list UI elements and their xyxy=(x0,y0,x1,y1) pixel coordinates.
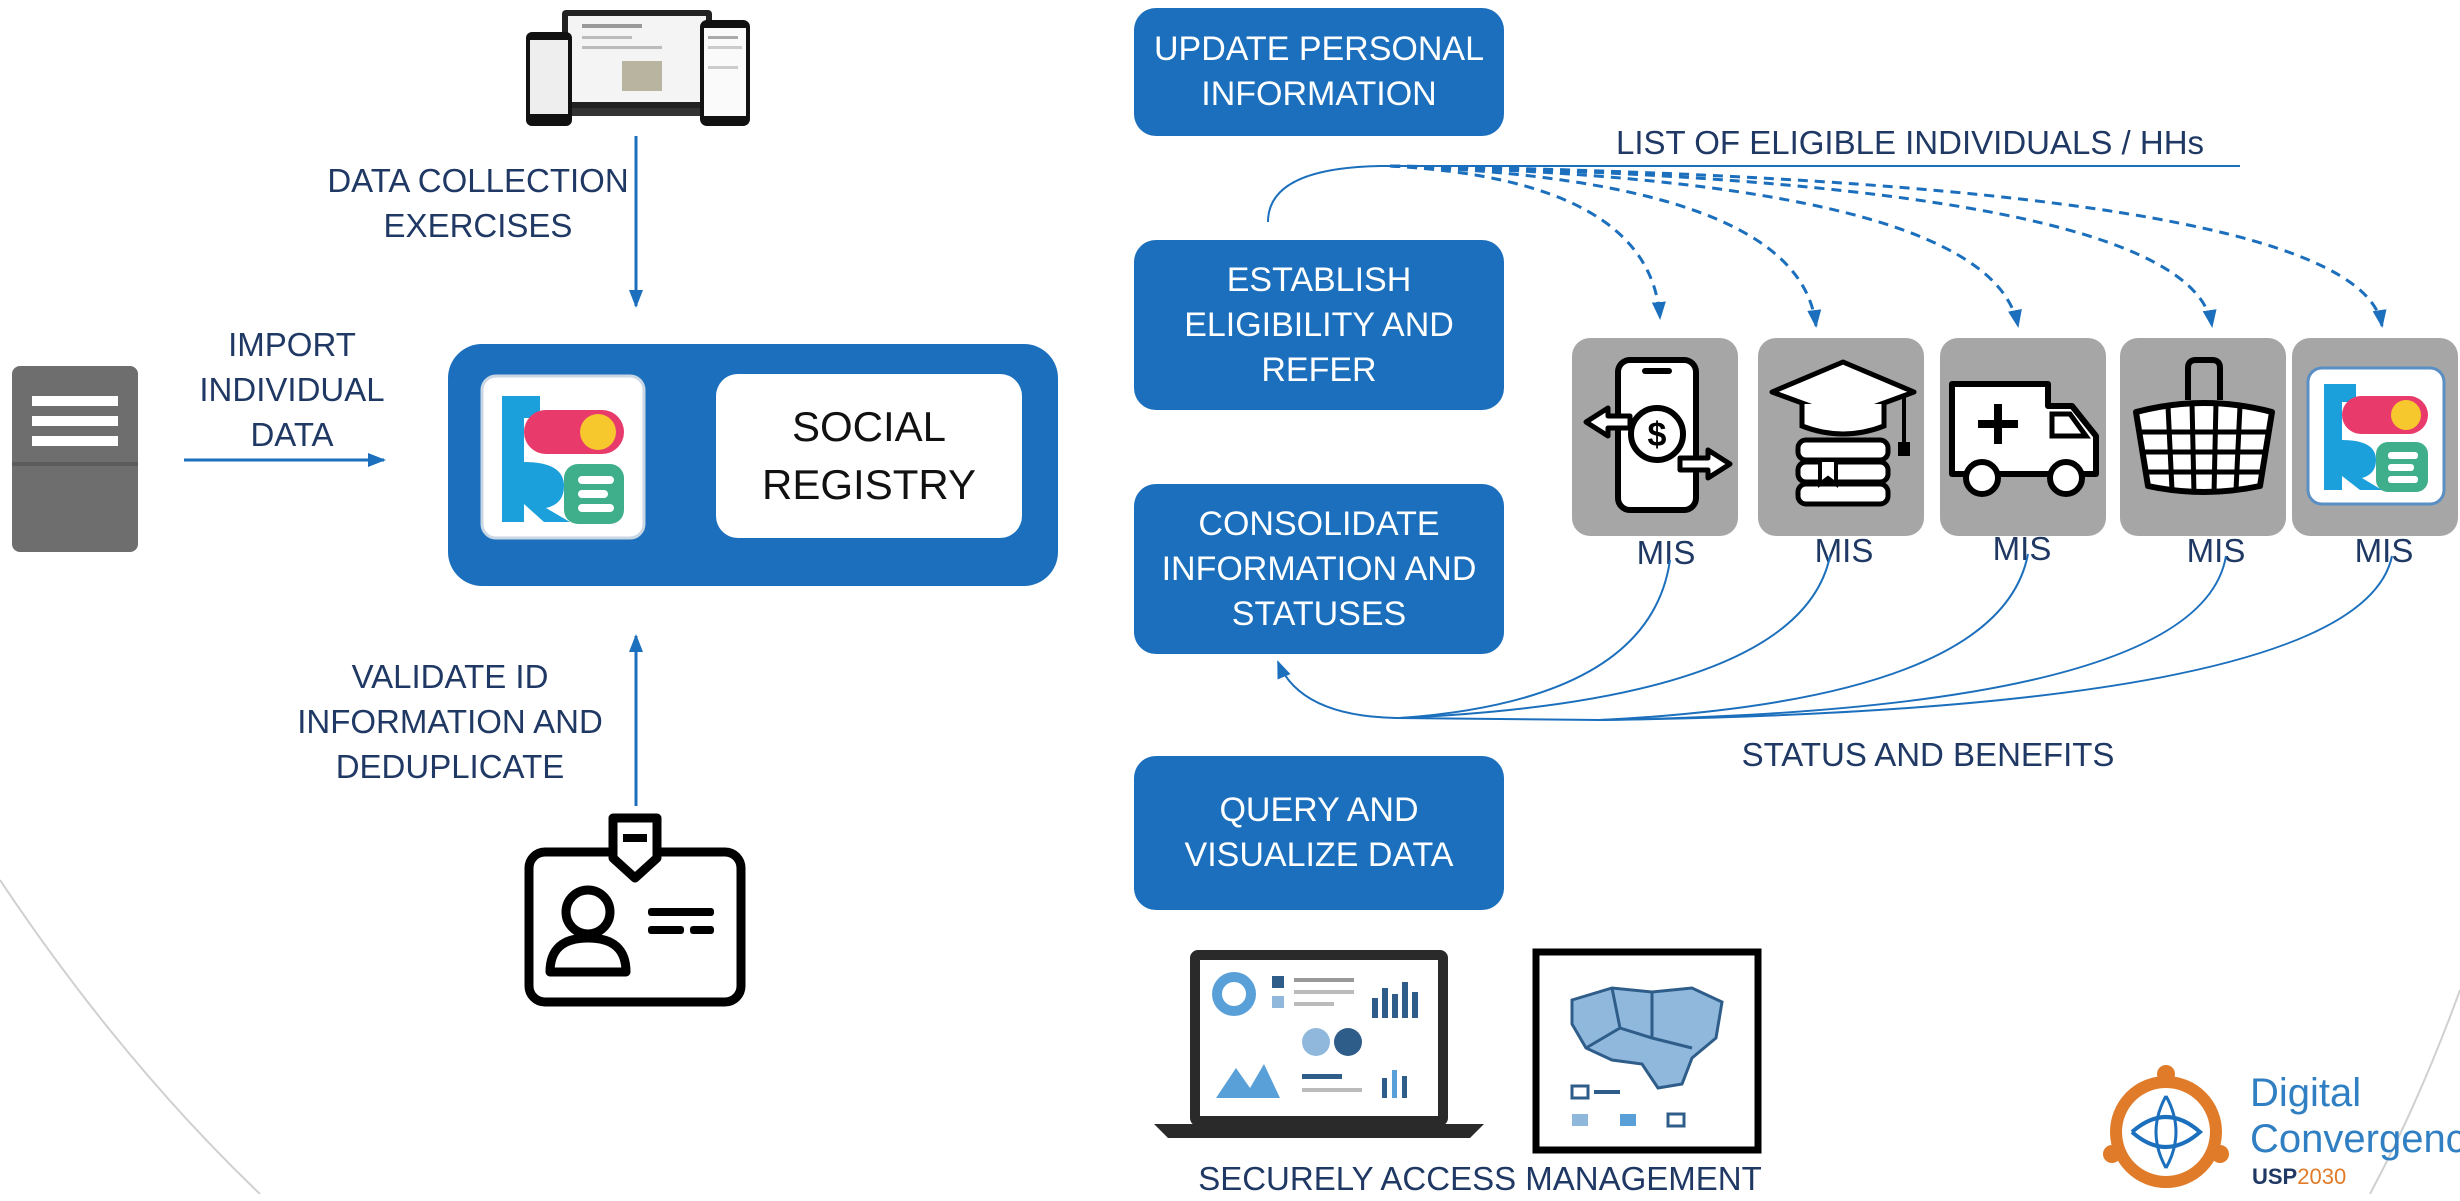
secure-access-label: SECURELY ACCESS MANAGEMENT xyxy=(1198,1160,1762,1197)
map-icon xyxy=(1532,948,1762,1154)
mobile-money-icon: $ xyxy=(1583,357,1733,513)
mis-label: MIS xyxy=(1814,532,1874,569)
devices-icon xyxy=(526,10,750,126)
import-data-label: IMPORT INDIVIDUAL DATA xyxy=(199,326,385,453)
mis-tile-mobile-money[interactable]: $ xyxy=(1572,338,1738,536)
data-collection-label: DATA COLLECTION EXERCISES xyxy=(327,162,629,244)
laptop-dashboard-icon xyxy=(1154,950,1484,1138)
core-logo-icon xyxy=(2306,366,2446,506)
validate-id-label: VALIDATE ID INFORMATION AND DEDUPLICATE xyxy=(297,658,603,785)
mis-tile-food[interactable] xyxy=(2120,338,2286,536)
brand-tagline: USP2030 xyxy=(2252,1164,2346,1190)
brand-tag-rest: 2030 xyxy=(2297,1164,2347,1189)
core-logo-icon xyxy=(480,374,646,540)
social-registry-block: SOCIAL REGISTRY xyxy=(448,344,1058,586)
eligible-list-label: LIST OF ELIGIBLE INDIVIDUALS / HHs xyxy=(1615,124,2205,161)
mis-tile-health[interactable] xyxy=(1940,338,2106,536)
function-query-visualize[interactable]: QUERY AND VISUALIZE DATA xyxy=(1134,756,1504,910)
mis-label: MIS xyxy=(1636,534,1696,571)
function-update-info[interactable]: UPDATE PERSONAL INFORMATION xyxy=(1134,8,1504,136)
status-benefits-label: STATUS AND BENEFITS xyxy=(1741,736,2115,773)
svg-text:$: $ xyxy=(1648,416,1667,454)
mis-label: MIS xyxy=(1992,530,2052,567)
mis-tile-education[interactable] xyxy=(1758,338,1924,536)
mis-label: MIS xyxy=(2186,532,2246,569)
education-icon xyxy=(1769,359,1917,507)
brand-name-line1: Digital xyxy=(2250,1071,2362,1115)
digital-convergence-logo-icon xyxy=(2103,1065,2229,1188)
ambulance-icon xyxy=(1949,381,2099,497)
brand-tag-bold: USP xyxy=(2252,1164,2298,1189)
function-consolidate-info[interactable]: CONSOLIDATE INFORMATION AND STATUSES xyxy=(1134,484,1504,654)
id-card-icon xyxy=(524,813,746,1007)
brand-name-line2: Convergence xyxy=(2250,1117,2460,1161)
social-registry-title: SOCIAL REGISTRY xyxy=(716,374,1022,538)
function-establish-eligibility[interactable]: ESTABLISH ELIGIBILITY AND REFER xyxy=(1134,240,1504,410)
mis-label: MIS xyxy=(2354,532,2414,569)
document-icon xyxy=(12,366,138,552)
eligible-list-line xyxy=(1267,165,2240,223)
food-basket-icon xyxy=(2133,357,2275,495)
mis-tile-core[interactable] xyxy=(2292,338,2458,536)
